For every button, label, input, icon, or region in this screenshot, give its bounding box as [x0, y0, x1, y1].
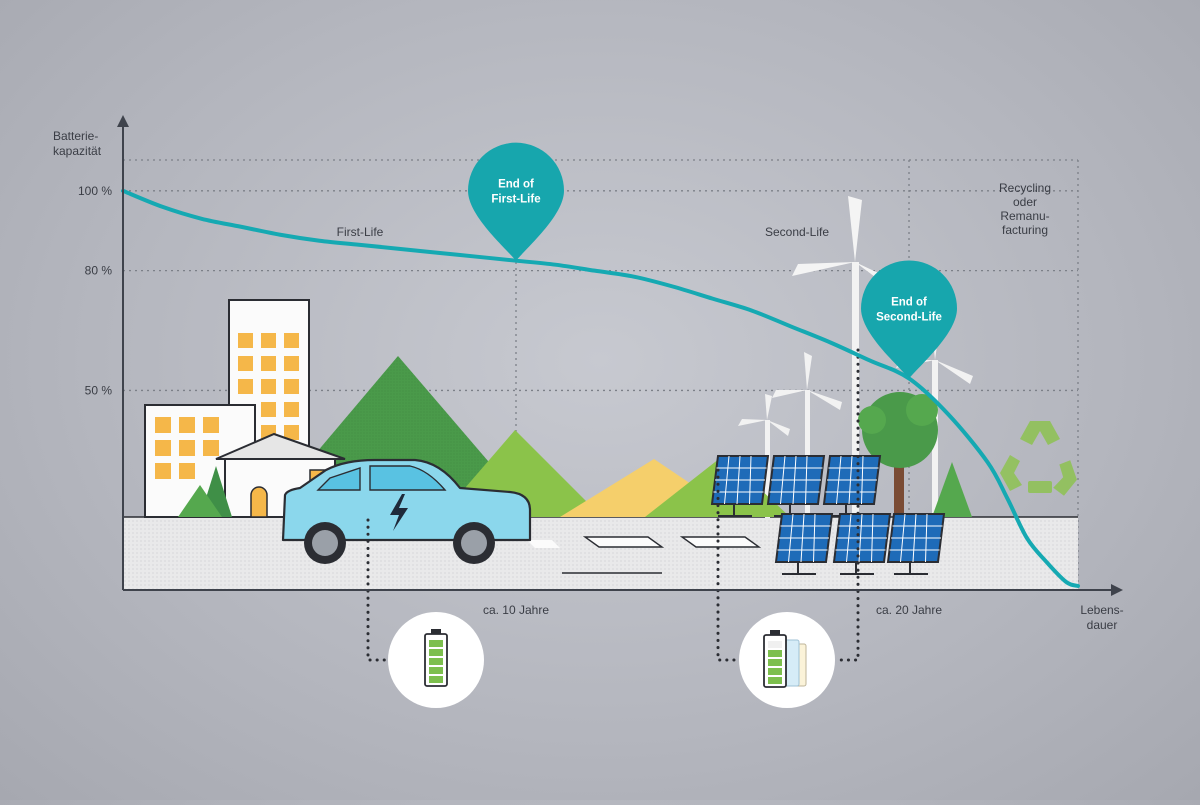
- windmill-icon: [772, 352, 842, 518]
- y-axis-label: Batterie-kapazität: [53, 129, 102, 158]
- car-icon: [281, 458, 532, 564]
- recycling-icon: [1000, 421, 1077, 496]
- y-tick-label: 100 %: [78, 184, 112, 198]
- phase-label: First-Life: [337, 225, 384, 239]
- road-markings: [527, 536, 762, 574]
- y-tick-label: 80 %: [85, 264, 113, 278]
- house-icon: [215, 432, 346, 518]
- battery-icon: [424, 629, 448, 687]
- first-life-battery-badge: [388, 612, 484, 708]
- second-life-battery-badge: [739, 612, 835, 708]
- solar-panel: [822, 455, 882, 517]
- windmill-icon: [738, 394, 790, 518]
- x-tick-label: ca. 20 Jahre: [876, 603, 942, 617]
- phase-label: Second-Life: [765, 225, 829, 239]
- solar-panel: [832, 513, 892, 575]
- tree-icon: [178, 466, 232, 517]
- solar-panel: [710, 455, 770, 517]
- y-tick-label: 50 %: [85, 383, 113, 397]
- connector-lines: [366, 348, 860, 662]
- solar-panel-icon: [710, 455, 946, 575]
- tree-icon: [858, 392, 938, 517]
- axes: [117, 115, 1123, 596]
- tree-icon: [932, 462, 972, 517]
- x-axis-label: Lebens-dauer: [1080, 603, 1123, 632]
- solar-panel: [774, 513, 834, 575]
- solar-panel: [886, 513, 946, 575]
- battery-stack-icon: [763, 630, 807, 688]
- x-tick-label: ca. 10 Jahre: [483, 603, 549, 617]
- capacity-curve: [121, 188, 1080, 589]
